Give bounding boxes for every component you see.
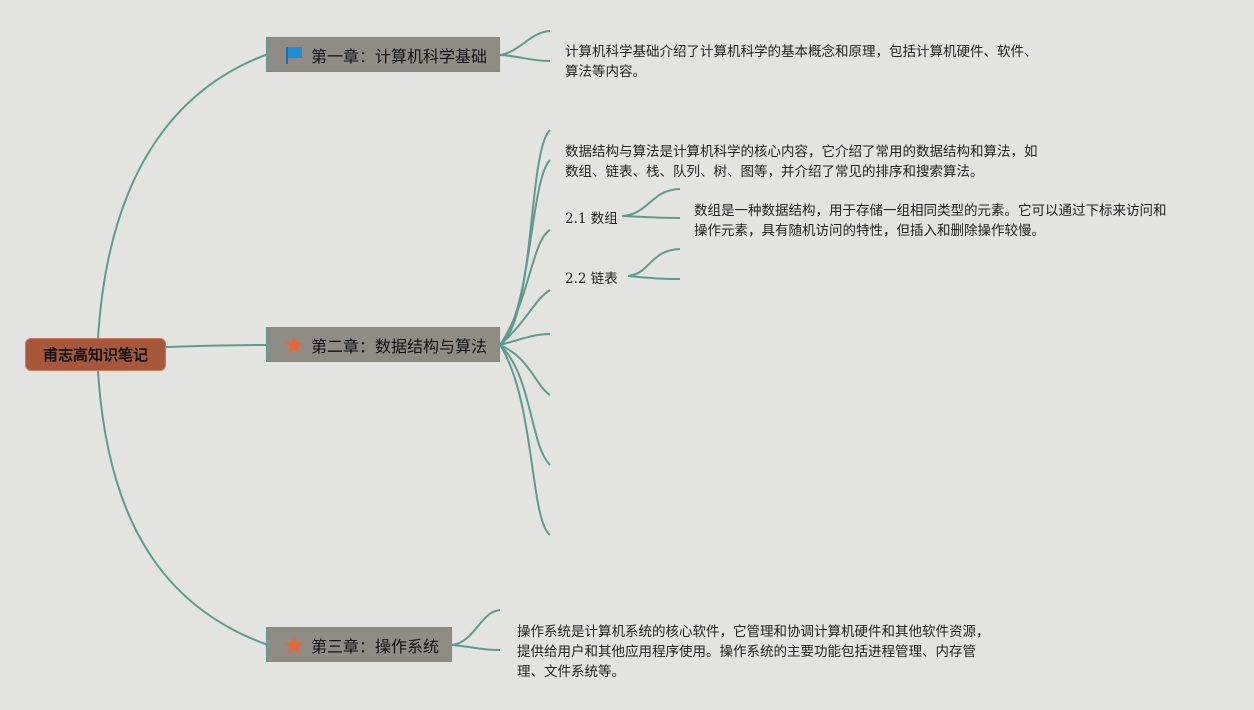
chapter-2-node[interactable]: 第二章：数据结构与算法 bbox=[266, 327, 500, 362]
subtopic-linked-list[interactable]: 2.2 链表 bbox=[565, 271, 618, 287]
orange-star-icon bbox=[283, 334, 305, 356]
subtopic-array[interactable]: 2.1 数组 bbox=[565, 211, 618, 227]
chapter-3-node[interactable]: 第三章：操作系统 bbox=[266, 627, 452, 662]
subtopic-array-note[interactable]: 数组是一种数据结构，用于存储一组相同类型的元素。它可以通过下标来访问和 操作元素… bbox=[694, 203, 1167, 239]
blue-flag-icon bbox=[283, 44, 305, 66]
chapter-2-note[interactable]: 数据结构与算法是计算机科学的核心内容，它介绍了常用的数据结构和算法，如 数组、链… bbox=[565, 144, 1038, 180]
chapter-3-label: 第三章：操作系统 bbox=[311, 636, 440, 656]
chapter-1-node[interactable]: 第一章：计算机科学基础 bbox=[266, 37, 500, 72]
root-node[interactable]: 甫志高知识笔记 bbox=[25, 338, 166, 371]
orange-star-icon bbox=[283, 634, 305, 656]
chapter-3-note[interactable]: 操作系统是计算机系统的核心软件，它管理和协调计算机硬件和其他软件资源， 提供给用… bbox=[517, 624, 990, 680]
root-label: 甫志高知识笔记 bbox=[42, 346, 148, 364]
chapter-1-note[interactable]: 计算机科学基础介绍了计算机科学的基本概念和原理，包括计算机硬件、软件、 算法等内… bbox=[565, 44, 1038, 80]
chapter-1-label: 第一章：计算机科学基础 bbox=[311, 46, 488, 66]
chapter-2-label: 第二章：数据结构与算法 bbox=[311, 336, 488, 356]
